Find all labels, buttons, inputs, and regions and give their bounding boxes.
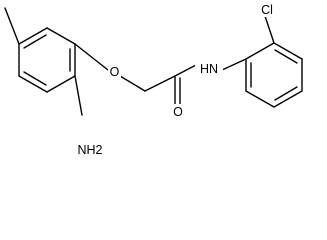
carbonyl-double-bond <box>174 75 181 105</box>
atom-oxygen-carbonyl: O <box>171 104 185 119</box>
atom-oxygen-ether: O <box>108 64 121 79</box>
svg-text:O: O <box>110 65 120 79</box>
ring-oxygen-bond <box>74 43 109 71</box>
svg-text:HN: HN <box>200 62 218 76</box>
atom-chlorine: Cl <box>256 2 278 17</box>
atom-amine: NH2 <box>76 142 104 157</box>
carbonyl-nitrogen-bond <box>174 64 197 77</box>
methyl-bond <box>4 7 20 45</box>
methylene-carbonyl-bond <box>144 75 176 92</box>
left-benzene-ring <box>18 27 76 93</box>
oxygen-methylene-bond <box>119 75 146 92</box>
chlorine-bond <box>264 15 275 44</box>
nitrogen-aryl-bond <box>221 58 247 71</box>
right-benzene-ring <box>245 42 303 108</box>
svg-text:NH2: NH2 <box>77 143 102 157</box>
svg-text:Cl: Cl <box>261 3 273 17</box>
atom-nitrogen-amide: HN <box>195 61 223 76</box>
amine-bond <box>74 75 83 116</box>
chemical-structure: O O HN Cl NH2 <box>4 2 303 157</box>
svg-text:O: O <box>173 105 183 119</box>
